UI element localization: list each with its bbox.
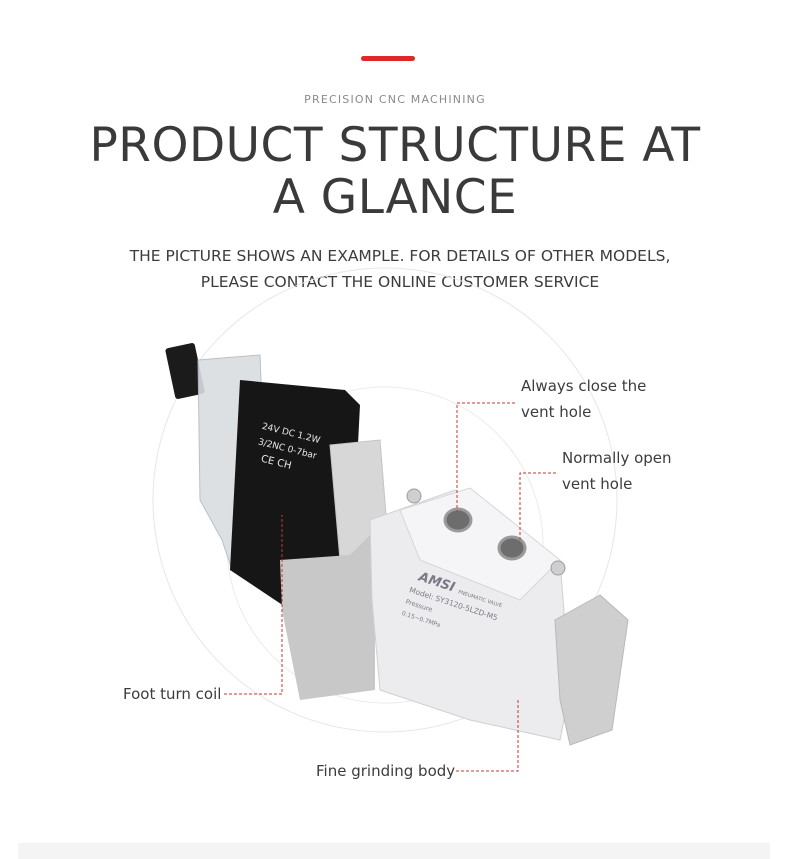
end-cap	[554, 594, 629, 746]
title-line-2: A GLANCE	[272, 170, 518, 225]
port-always-close	[443, 507, 473, 533]
coil-body	[230, 380, 360, 610]
leader-always-close	[456, 402, 515, 512]
callout-normally-open-line-1: Normally open	[562, 449, 672, 467]
solenoid-valve-icon: 24V DC 1.2W 3/2NC 0-7bar CE CH AMSI PNEU…	[165, 343, 629, 746]
callout-fine-grinding-body: Fine grinding body	[316, 762, 456, 780]
subtitle-line-1: THE PICTURE SHOWS AN EXAMPLE. FOR DETAIL…	[129, 247, 671, 265]
section-eyebrow: PRECISION CNC MACHINING	[304, 93, 486, 106]
outer-ring	[152, 267, 618, 733]
leader-fine-grinding-body	[456, 700, 519, 772]
leader-foot-turn-coil	[224, 515, 283, 695]
callout-normally-open-line-2: vent hole	[562, 475, 633, 493]
callout-foot-turn-coil: Foot turn coil	[123, 685, 222, 703]
subtitle-line-2: PLEASE CONTACT THE ONLINE CUSTOMER SERVI…	[200, 273, 600, 291]
port-normally-open	[497, 535, 527, 561]
callout-always-close-line-1: Always close the	[521, 377, 647, 395]
adaptor-block	[280, 530, 375, 700]
callout-normally-open: Normally open vent hole	[562, 445, 672, 497]
connector-plug	[165, 343, 205, 399]
valve-top-face	[399, 487, 561, 601]
accent-bar	[361, 56, 415, 61]
callout-always-close: Always close the vent hole	[521, 373, 646, 425]
screw-1	[406, 488, 422, 504]
page-subtitle: THE PICTURE SHOWS AN EXAMPLE. FOR DETAIL…	[100, 243, 700, 295]
title-line-1: PRODUCT STRUCTURE AT	[89, 118, 701, 173]
callout-always-close-line-2: vent hole	[521, 403, 592, 421]
bottom-band	[18, 843, 770, 859]
screw-2	[550, 560, 566, 576]
page-title: PRODUCT STRUCTURE AT A GLANCE	[60, 120, 730, 224]
leader-normally-open	[519, 472, 556, 540]
